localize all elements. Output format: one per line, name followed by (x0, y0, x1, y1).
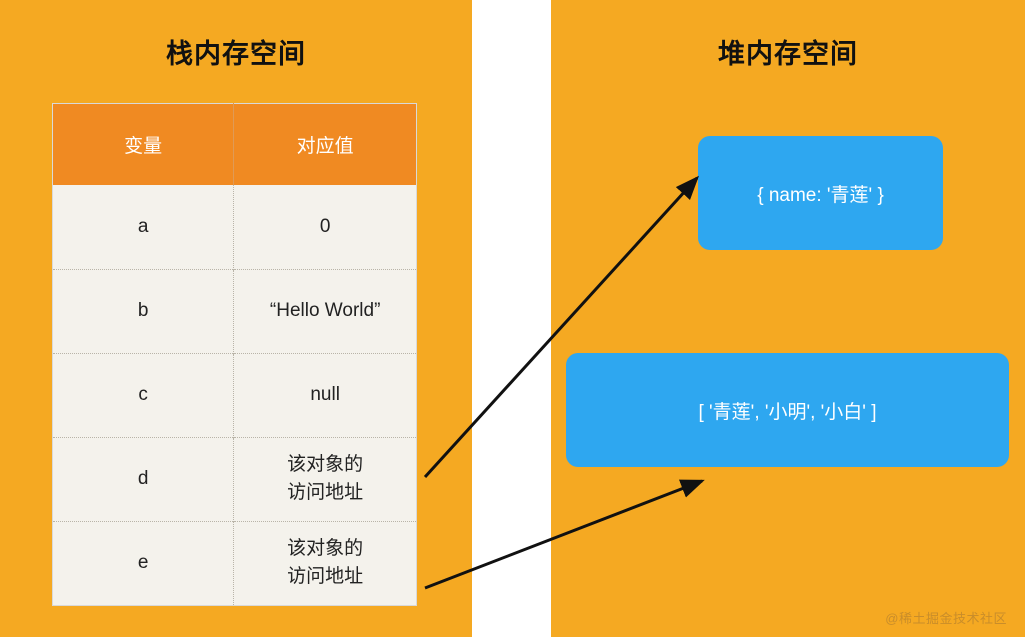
heap-array-box: [ '青莲', '小明', '小白' ] (566, 353, 1009, 467)
cell-variable-b: b (52, 268, 235, 353)
cell-value-e-line2: 访问地址 (287, 566, 364, 587)
table-row: b “Hello World” (52, 268, 417, 353)
cell-value-d-line1: 该对象的 (287, 454, 364, 476)
table-row: a 0 (52, 185, 417, 269)
column-header-variable: 变量 (52, 103, 235, 185)
cell-value-d: 该对象的 访问地址 (233, 436, 417, 521)
heap-object-label: { name: '青莲' } (757, 184, 884, 206)
cell-variable-a: a (52, 185, 235, 269)
watermark: @稀土掘金技术社区 (885, 611, 1007, 626)
stack-panel-title: 栈内存空间 (166, 39, 306, 69)
heap-panel-title: 堆内存空间 (718, 39, 858, 69)
table-row: d 该对象的 访问地址 (52, 436, 417, 521)
cell-variable-e: e (52, 520, 235, 605)
cell-variable-d: d (52, 436, 235, 521)
cell-value-a: 0 (319, 215, 331, 237)
cell-variable-c: c (52, 352, 235, 437)
heap-object-box: { name: '青莲' } (698, 136, 943, 250)
table-row: c null (52, 352, 417, 437)
table-header-row: 变量 对应值 (52, 103, 417, 185)
stack-variables-table: 变量 对应值 a 0 b “Hello World” c null d 该对象的… (52, 103, 417, 606)
cell-value-d-line2: 访问地址 (287, 482, 364, 503)
heap-array-label: [ '青莲', '小明', '小白' ] (698, 401, 877, 423)
cell-value-c: null (233, 352, 417, 437)
cell-value-e: 该对象的 访问地址 (233, 520, 417, 605)
table-row: e 该对象的 访问地址 (52, 520, 417, 605)
column-header-value: 对应值 (233, 103, 417, 185)
heap-memory-panel: 堆内存空间 (551, 0, 1025, 637)
cell-value-b: “Hello World” (233, 268, 417, 353)
cell-value-e-line1: 该对象的 (287, 538, 364, 560)
